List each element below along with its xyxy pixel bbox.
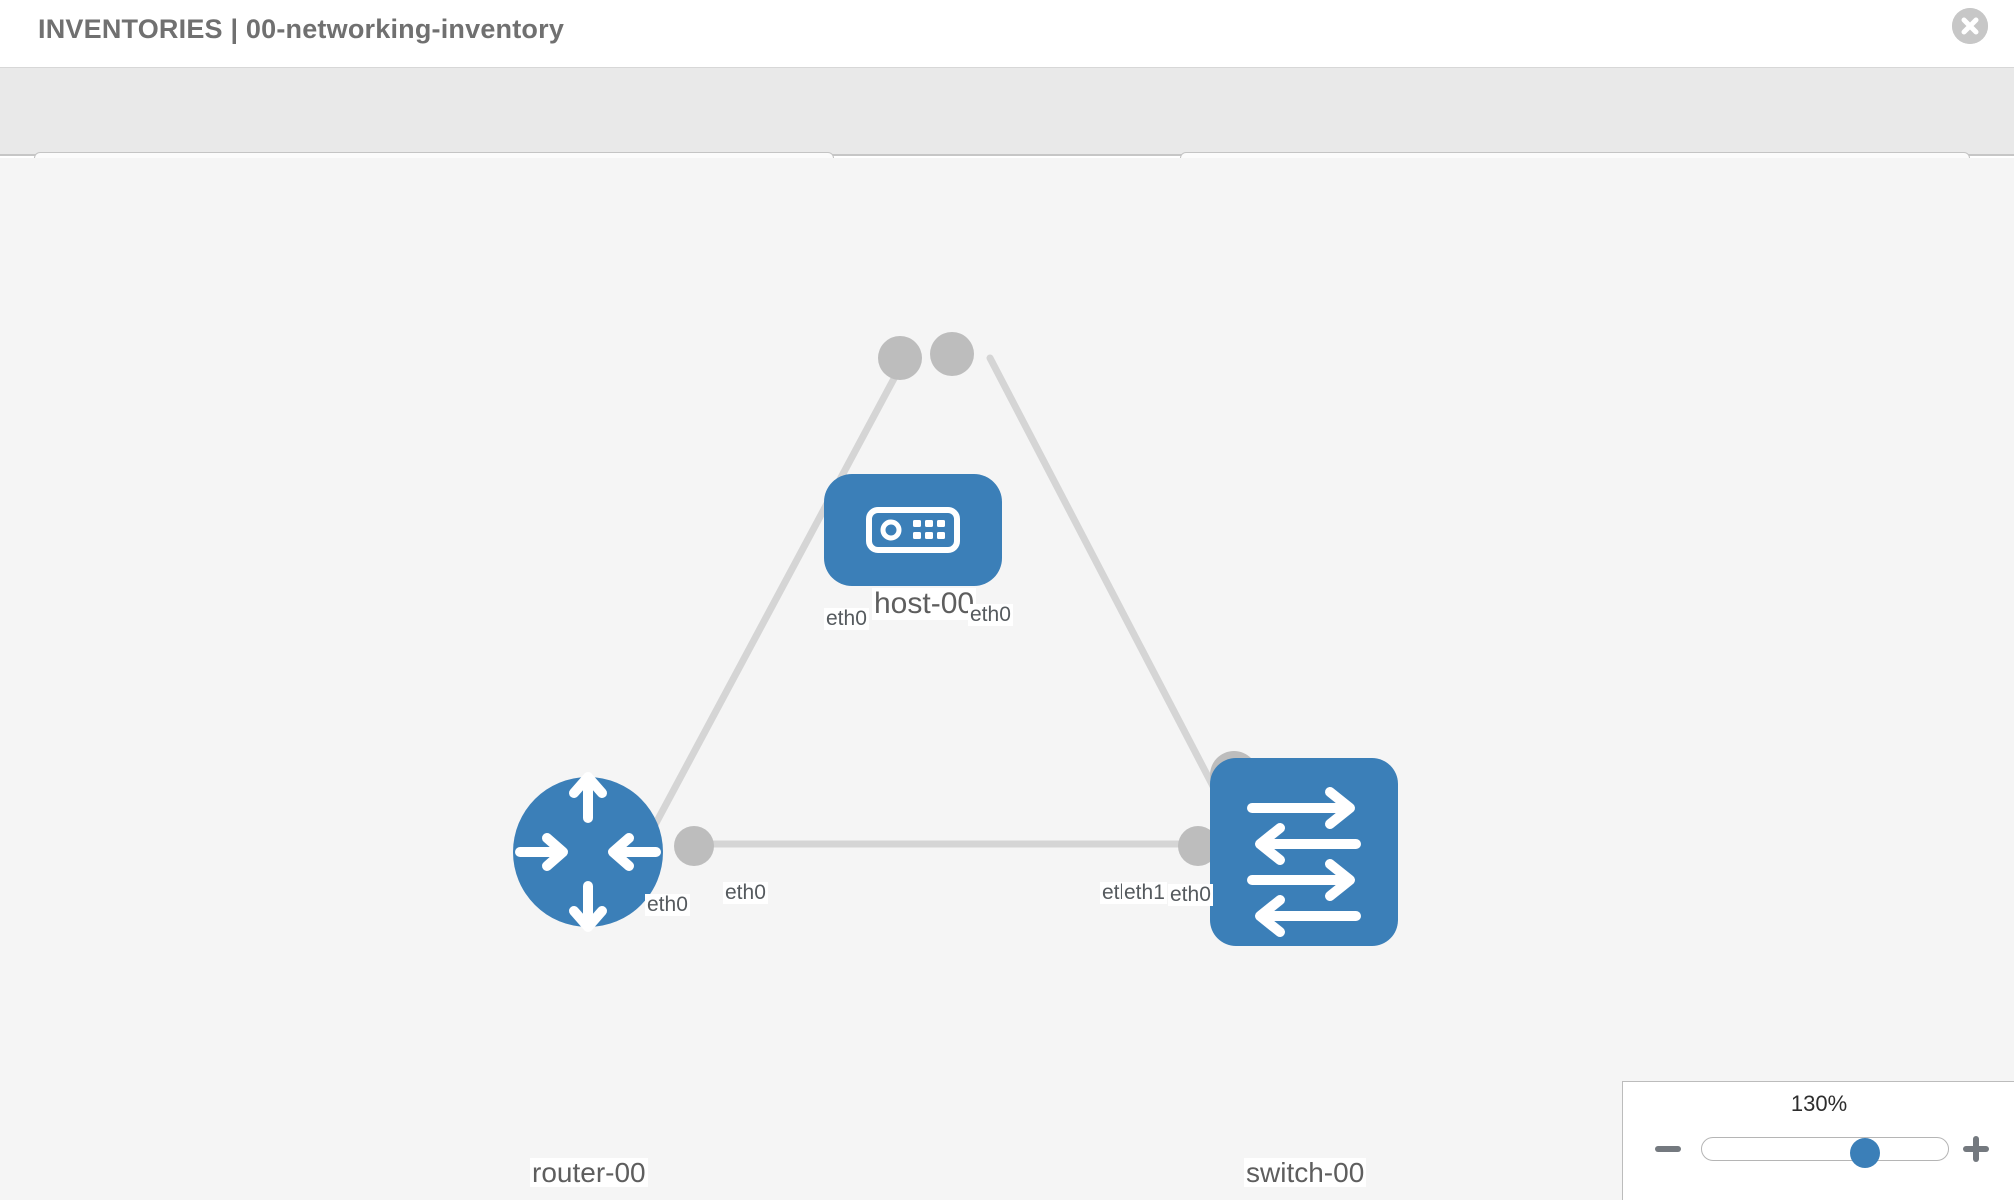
topology-canvas[interactable]: host-00 router-00 switch-00 eth0 eth0 et… <box>0 158 2014 1200</box>
edge-label-switch-up-eth0: eth0 <box>1168 883 1213 907</box>
edge-label-switch-left-eth1: eth1 <box>1122 881 1167 905</box>
node-label-switch-00: switch-00 <box>1244 1157 1367 1188</box>
node-label-router-00: router-00 <box>530 1157 648 1188</box>
close-icon[interactable] <box>1952 8 1988 44</box>
edge-host-router <box>644 354 909 842</box>
page-title: INVENTORIES | 00-networking-inventory <box>38 14 565 44</box>
zoom-percent-label: 130% <box>1790 1091 1848 1116</box>
handle-router-right <box>674 826 714 866</box>
handle-switch-left <box>1178 826 1218 866</box>
minus-icon[interactable] <box>1651 1132 1685 1166</box>
edge-label-host-left-eth0: eth0 <box>824 607 869 631</box>
handle-host-left <box>878 336 922 380</box>
toolbar: ACTIONS SEARCH <box>0 68 2014 204</box>
handle-host-right <box>930 332 974 376</box>
page-header: INVENTORIES | 00-networking-inventory <box>0 0 2014 68</box>
zoom-slider-thumb[interactable] <box>1850 1138 1880 1168</box>
node-host-00[interactable] <box>824 474 1002 586</box>
zoom-control-panel: 130% <box>1622 1081 2014 1200</box>
node-router-00[interactable] <box>513 772 663 932</box>
plus-icon[interactable] <box>1959 1132 1993 1166</box>
node-switch-00[interactable] <box>1210 758 1398 946</box>
zoom-slider-row <box>1623 1130 2014 1170</box>
node-label-host-00: host-00 <box>872 587 977 620</box>
edge-host-switch <box>986 354 1244 842</box>
topology-graph <box>513 332 1398 946</box>
edge-label-router-up-eth0: eth0 <box>645 893 690 917</box>
edge-label-router-right-eth0: eth0 <box>723 881 768 905</box>
edge-group <box>644 354 1244 848</box>
edge-label-host-right-eth0: eth0 <box>968 603 1013 627</box>
zoom-slider[interactable] <box>1701 1137 1949 1168</box>
